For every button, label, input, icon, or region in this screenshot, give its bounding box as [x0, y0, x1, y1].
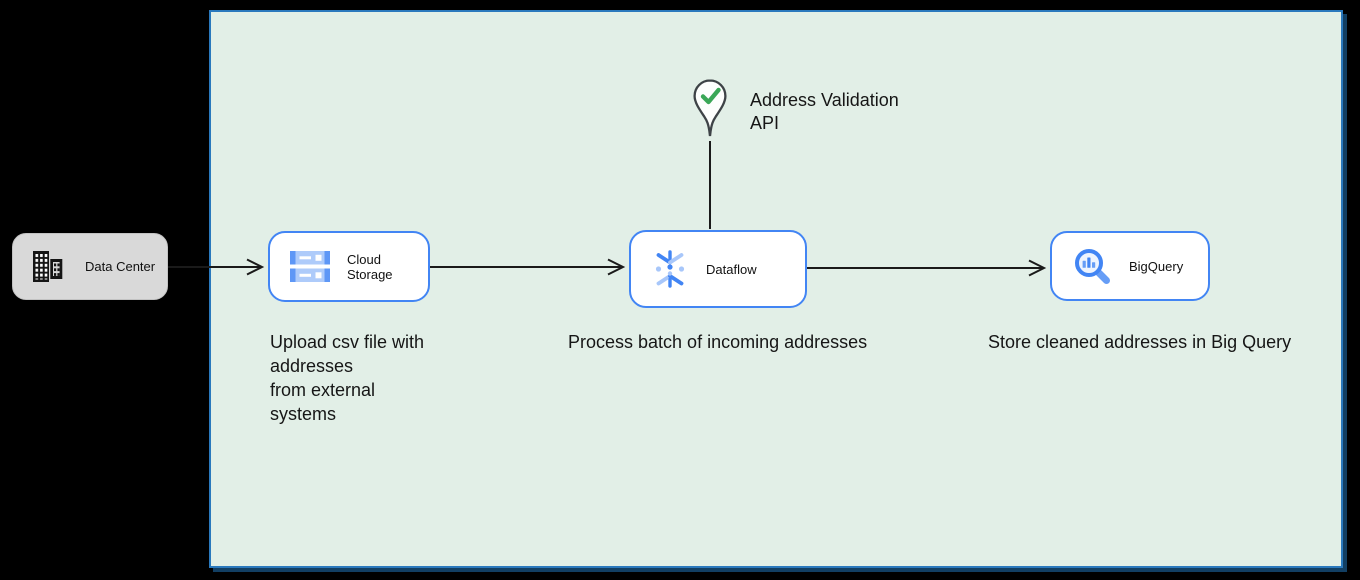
address-validation-pin[interactable] — [692, 78, 728, 140]
caption-dataflow: Process batch of incoming addresses — [568, 332, 868, 352]
node-label: Data Center — [85, 259, 156, 274]
dataflow-icon — [651, 249, 689, 289]
node-data-center[interactable]: Data Center — [12, 233, 168, 300]
caption-bigquery: Store cleaned addresses in Big Query — [988, 332, 1292, 352]
node-bigquery[interactable]: BigQuery — [1050, 231, 1210, 301]
node-label: Cloud Storage — [347, 251, 393, 282]
check-icon — [700, 87, 721, 105]
node-cloud-storage[interactable]: Cloud Storage — [268, 231, 430, 302]
api-marker-label: Address Validation API — [750, 90, 899, 133]
building-icon — [29, 249, 65, 285]
node-dataflow[interactable]: Dataflow — [629, 230, 807, 308]
node-label: Dataflow — [706, 261, 757, 277]
bigquery-icon — [1072, 246, 1112, 286]
cloud-storage-icon — [290, 251, 330, 282]
map-pin-check-icon — [692, 78, 728, 140]
node-label: BigQuery — [1129, 258, 1184, 274]
caption-cloud-storage: Upload csv file with addresses from exte… — [270, 332, 425, 424]
